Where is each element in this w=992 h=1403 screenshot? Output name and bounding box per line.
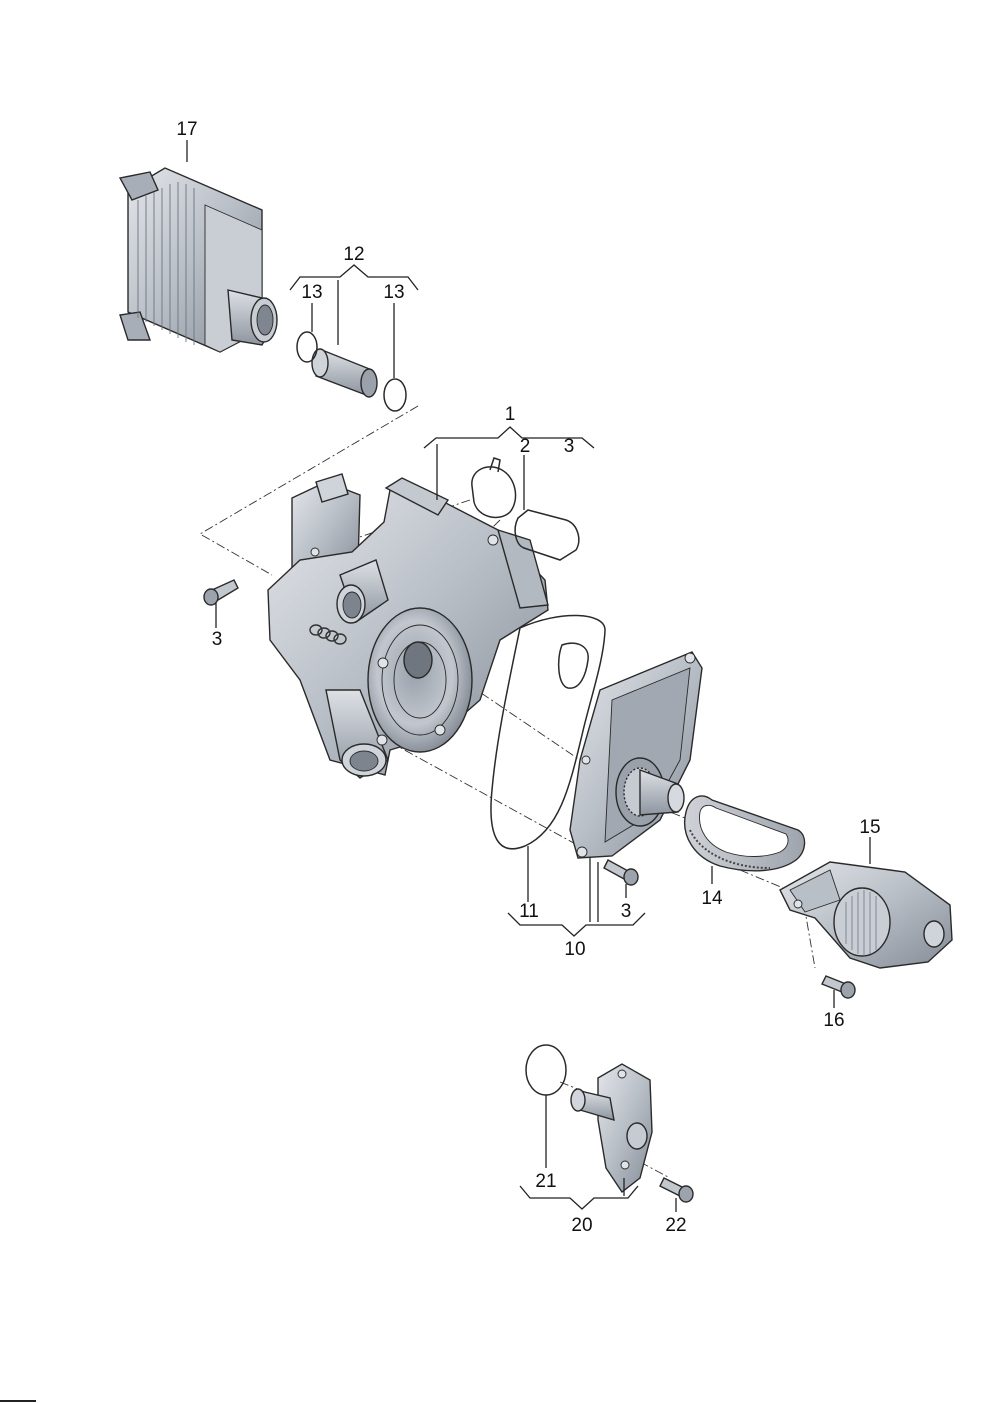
toothed-belt	[684, 795, 806, 872]
bolt-22	[659, 1177, 694, 1203]
o-ring-21	[525, 1044, 567, 1096]
bolt-16	[821, 975, 856, 999]
bolt-3-middle	[603, 859, 639, 886]
water-pump	[569, 651, 703, 859]
label-13-left: 13	[301, 282, 322, 303]
gasket-2-square	[514, 509, 580, 561]
label-16: 16	[823, 1010, 844, 1031]
oil-cooler	[118, 167, 278, 353]
bolt-3-left	[203, 579, 239, 606]
o-ring-11	[490, 614, 606, 850]
part-labels: 17 12 13 13 1 2 3 3 11 3 10 14 15 16 21 …	[176, 119, 880, 1236]
label-10: 10	[564, 939, 585, 960]
gasket-2-round	[471, 466, 517, 519]
label-3-top: 3	[564, 436, 575, 457]
label-14: 14	[701, 888, 723, 909]
label-13-right: 13	[383, 282, 404, 303]
cooler-fins	[137, 182, 195, 345]
label-11: 11	[519, 901, 539, 922]
connector-pipe	[311, 348, 378, 398]
o-ring-11-inner	[557, 642, 589, 689]
coolant-pump-housing	[267, 473, 549, 779]
label-22: 22	[665, 1215, 686, 1236]
label-3-left: 3	[212, 629, 223, 650]
o-ring-13-right	[383, 378, 407, 412]
label-12: 12	[343, 244, 364, 265]
o-ring-13-left	[296, 331, 318, 363]
gasket-2-tab	[489, 457, 501, 473]
logo-rings	[309, 624, 347, 645]
belt-cover	[779, 861, 953, 969]
leader-lines	[186, 140, 871, 1212]
label-1: 1	[505, 404, 516, 425]
label-17: 17	[176, 119, 197, 140]
label-15: 15	[859, 817, 880, 838]
label-3-middle: 3	[621, 901, 632, 922]
connection-flange	[570, 1063, 653, 1194]
label-20: 20	[571, 1215, 592, 1236]
label-2: 2	[520, 436, 531, 457]
label-21: 21	[535, 1171, 556, 1192]
